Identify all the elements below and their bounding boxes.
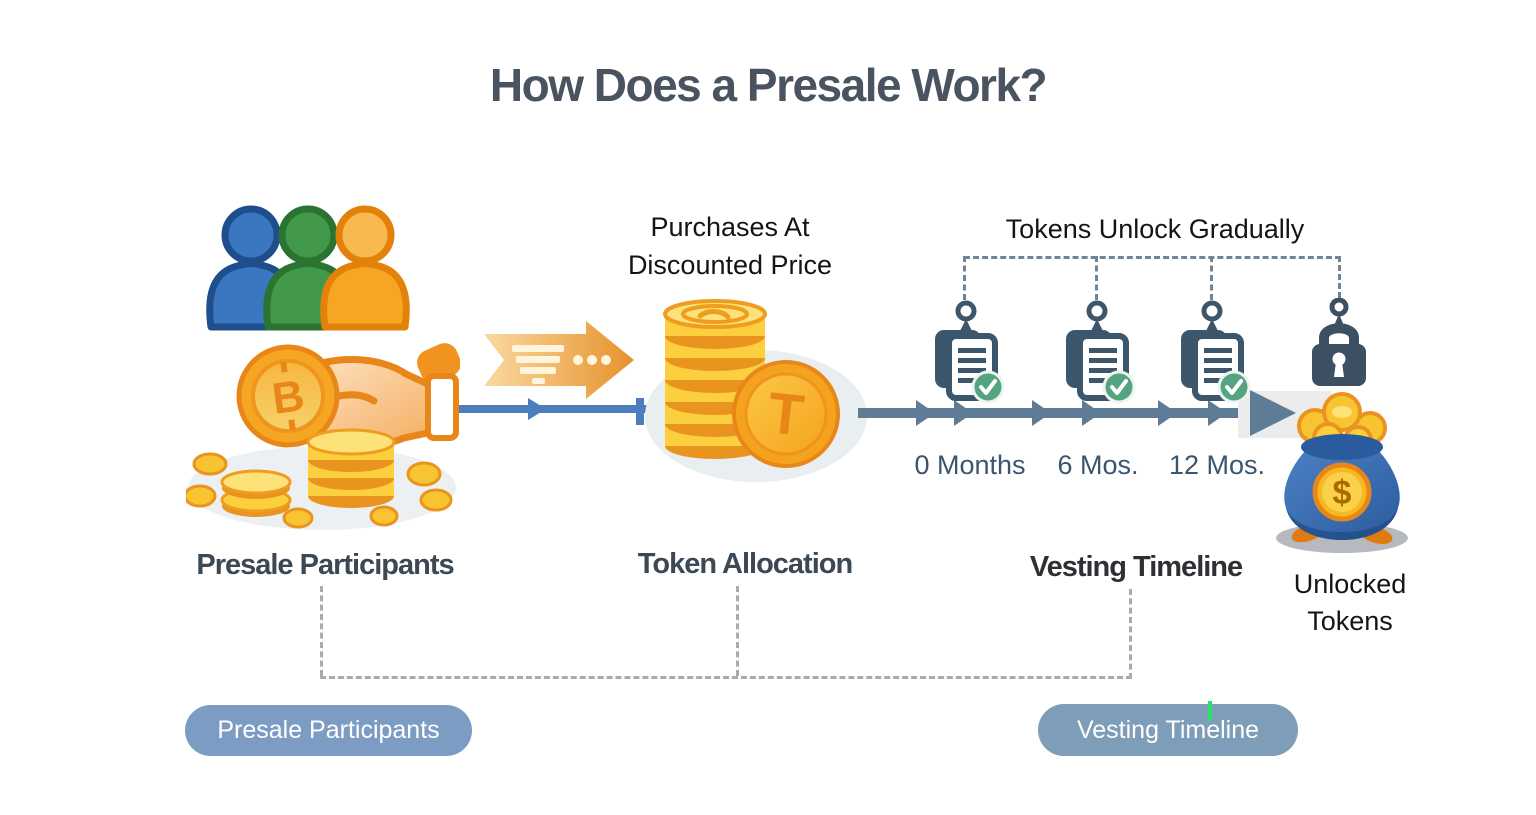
timeline-blue-jog (636, 398, 644, 425)
token-coin-icon: T (732, 360, 840, 468)
connector-dashed-mid (736, 586, 739, 676)
connector-dashed-left (320, 586, 323, 676)
funnel-arrow-icon (484, 321, 634, 399)
timeline-gray (858, 408, 1258, 418)
stage-label-allocation: Token Allocation (637, 548, 853, 580)
vesting-bracket-drop-3 (1210, 256, 1213, 300)
timeline-arrow-marker (1208, 400, 1227, 426)
tick-label-0-months: 0 Months (914, 450, 1026, 480)
timeline-arrow-marker (1032, 400, 1051, 426)
vesting-document-icon (1181, 300, 1251, 404)
vesting-bracket-drop-4 (1338, 256, 1341, 298)
timeline-end-arrow (1250, 390, 1296, 436)
timeline-blue-arrow-marker (528, 398, 546, 420)
vesting-pill-button[interactable]: Vesting Timeline (1038, 704, 1298, 756)
stage-label-vesting: Vesting Timeline (1029, 551, 1243, 583)
vesting-bracket-drop-1 (963, 256, 966, 300)
svg-text:T: T (765, 380, 807, 448)
svg-text:$: $ (1333, 474, 1352, 512)
vesting-bracket-drop-2 (1095, 256, 1098, 300)
connector-dashed-right (1129, 589, 1132, 679)
coins-pile-icon (186, 428, 456, 530)
vesting-bracket-top (964, 256, 1341, 259)
vesting-document-icon (935, 300, 1005, 404)
text-cursor-caret (1208, 701, 1212, 721)
tick-label-6-mos: 6 Mos. (1057, 450, 1139, 480)
vesting-document-icon (1066, 300, 1136, 404)
token-stack-icon: T (663, 299, 840, 468)
stage-label-participants: Presale Participants (196, 549, 454, 581)
timeline-arrow-marker (954, 400, 973, 426)
allocation-caption: Purchases At Discounted Price (590, 208, 870, 284)
connector-dashed-bottom (320, 676, 1132, 679)
vesting-caption: Tokens Unlock Gradually (1005, 214, 1305, 244)
allocation-caption-line2: Discounted Price (627, 250, 833, 280)
svg-text:B: B (269, 371, 307, 424)
timeline-arrow-marker (916, 400, 935, 426)
page-title: How Does a Presale Work? (489, 59, 1048, 111)
unlocked-tokens-label: Unlocked Tokens (1293, 569, 1407, 636)
lock-icon (1312, 298, 1366, 386)
allocation-caption-line1: Purchases At (650, 212, 810, 242)
timeline-blue (455, 405, 647, 413)
bitcoin-handshake-icon: B (236, 343, 460, 452)
tick-label-12-mos: 12 Mos. (1168, 450, 1266, 480)
money-bag-icon: $ (1276, 392, 1408, 553)
people-group-icon (206, 205, 410, 331)
timeline-arrow-marker (1158, 400, 1177, 426)
participants-pill-button[interactable]: Presale Participants (185, 705, 472, 756)
timeline-arrow-marker (1082, 400, 1101, 426)
